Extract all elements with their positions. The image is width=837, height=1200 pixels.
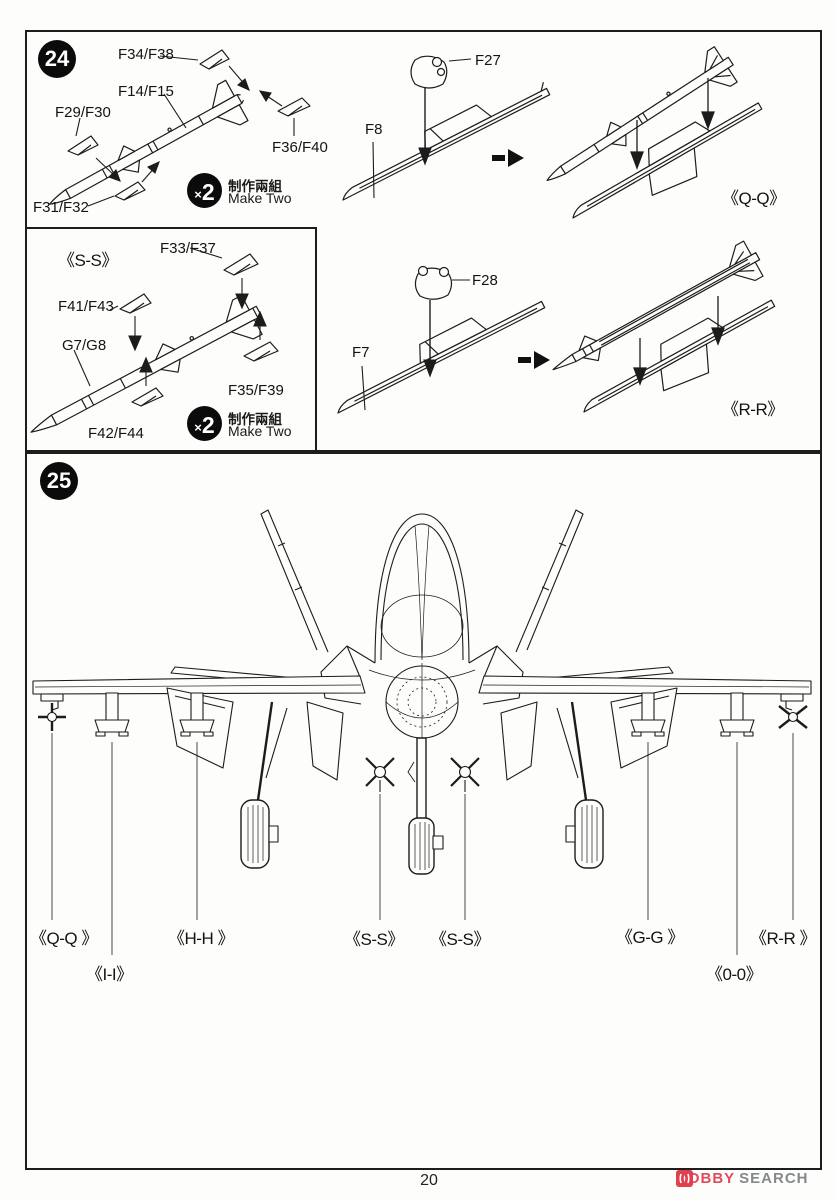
count-2: 2 bbox=[201, 412, 215, 438]
assembled-rail-qq bbox=[562, 90, 775, 241]
make-two-en: Make Two bbox=[228, 190, 292, 206]
wingtip-missile-right bbox=[779, 694, 807, 728]
count-2: 2 bbox=[201, 179, 215, 205]
step25-panel bbox=[25, 450, 822, 1170]
callout-label-oo: 《0-0》 bbox=[706, 965, 763, 984]
callout-label-rr: 《R-R 》 bbox=[750, 929, 816, 948]
step24-missile-diagram bbox=[30, 36, 342, 224]
step24-rail-f7-diagram bbox=[332, 258, 572, 433]
fin-part-f29 bbox=[68, 136, 98, 155]
fuselage bbox=[321, 646, 523, 738]
part-label-f42f44: F42/F44 bbox=[88, 425, 144, 442]
part-label-g7g8: G7/G8 bbox=[62, 337, 107, 354]
hobbysearch-logo[interactable]: HOBBY SEARCH bbox=[676, 1170, 809, 1187]
step24-ss-subpanel bbox=[25, 227, 317, 454]
fin-part-f35 bbox=[244, 342, 278, 361]
part-label-f31f32: F31/F32 bbox=[33, 199, 89, 216]
underwing-pylons bbox=[95, 693, 754, 736]
make-two-zh: 制作兩組 bbox=[228, 412, 282, 427]
times-symbol: × bbox=[194, 187, 202, 202]
missile-body-f14 bbox=[38, 77, 253, 224]
callout-label-gg: 《G-G 》 bbox=[616, 928, 684, 947]
subbox-title-ss: 《S-S》 bbox=[58, 251, 118, 270]
nose-gear bbox=[408, 738, 443, 874]
callout-label-ss-1: 《S-S》 bbox=[344, 930, 404, 949]
main-gear-left bbox=[241, 702, 287, 868]
assembly-label-rr: 《R-R》 bbox=[722, 400, 784, 419]
part-label-f33f37: F33/F37 bbox=[160, 240, 216, 257]
part-f28 bbox=[415, 267, 451, 300]
step24-ss-missile-diagram bbox=[32, 238, 307, 446]
part-label-f14f15: F14/F15 bbox=[118, 83, 174, 100]
callout-leader-lines bbox=[52, 733, 793, 955]
callout-label-ss-2: 《S-S》 bbox=[430, 930, 490, 949]
step24-rail-f8-diagram bbox=[335, 42, 570, 217]
part-label-f29f30: F29/F30 bbox=[55, 104, 111, 121]
wings bbox=[33, 676, 811, 694]
step-number-badge-25: 25 bbox=[40, 462, 78, 500]
make-two-badge: ×2 bbox=[187, 406, 222, 441]
callout-label-qq: 《Q-Q 》 bbox=[30, 929, 98, 948]
fin-part-f31 bbox=[115, 182, 145, 200]
times-symbol: × bbox=[194, 420, 202, 435]
part-f27 bbox=[411, 56, 447, 88]
callout-label-hh: 《H-H 》 bbox=[168, 929, 234, 948]
then-arrow-icon bbox=[492, 149, 524, 167]
assembled-missile-rr bbox=[543, 239, 767, 387]
part-label-f34f38: F34/F38 bbox=[118, 46, 174, 63]
step24-number: 24 bbox=[44, 46, 70, 71]
hobbysearch-logo-icon bbox=[676, 1170, 693, 1187]
step24-rr-assembly bbox=[560, 240, 830, 430]
part-label-f41f43: F41/F43 bbox=[58, 298, 114, 315]
make-two-zh: 制作兩組 bbox=[228, 179, 282, 194]
callout-label-ii: 《I-I》 bbox=[86, 965, 133, 984]
step25-number: 25 bbox=[46, 468, 72, 493]
fin-part-f36 bbox=[278, 98, 310, 116]
fin-part-f41 bbox=[120, 294, 151, 313]
page-number: 20 bbox=[420, 1172, 438, 1189]
step-number-badge-24: 24 bbox=[38, 40, 76, 78]
step24-qq-assembly bbox=[545, 38, 817, 228]
part-label-f36f40: F36/F40 bbox=[272, 139, 328, 156]
fin-part-f34 bbox=[200, 50, 229, 69]
assembled-rail-rr bbox=[573, 287, 787, 435]
assembly-label-qq: 《Q-Q》 bbox=[722, 189, 786, 208]
aircraft-front-view bbox=[25, 450, 818, 1166]
part-label-f27: F27 bbox=[475, 52, 501, 69]
canopy bbox=[369, 514, 475, 680]
launch-rail-f8 bbox=[332, 73, 550, 200]
logo-text-search: SEARCH bbox=[739, 1170, 809, 1187]
part-label-f7: F7 bbox=[352, 344, 370, 361]
part-label-f28: F28 bbox=[472, 272, 498, 289]
ventral-missile-left bbox=[366, 758, 394, 792]
ventral-missile-right bbox=[451, 758, 479, 792]
part-label-f35f39: F35/F39 bbox=[228, 382, 284, 399]
launch-rail-f7 bbox=[327, 286, 545, 413]
make-two-badge: ×2 bbox=[187, 173, 222, 208]
vertical-tails bbox=[261, 510, 583, 652]
part-label-f8: F8 bbox=[365, 121, 383, 138]
fin-part-f42 bbox=[132, 388, 163, 406]
make-two-en: Make Two bbox=[228, 423, 292, 439]
then-arrow-icon bbox=[518, 351, 550, 369]
wingtip-missile-left bbox=[38, 694, 66, 731]
fin-part-f33 bbox=[224, 254, 258, 275]
main-gear-right bbox=[557, 702, 603, 868]
assembled-missile-qq bbox=[536, 43, 743, 198]
